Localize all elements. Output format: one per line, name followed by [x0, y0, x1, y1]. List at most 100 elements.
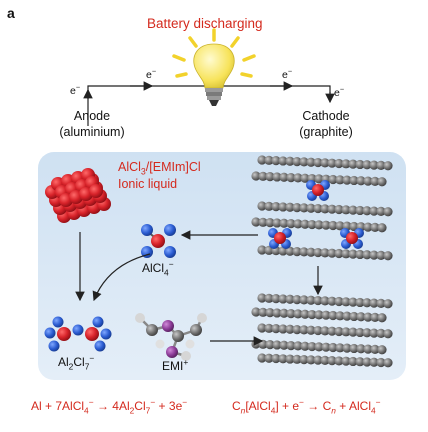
- carbon-atom: [369, 328, 379, 338]
- carbon-atom: [355, 297, 365, 308]
- carbon-atom: [272, 218, 282, 228]
- carbon-atom: [341, 159, 351, 169]
- anode-equation: Al + 7AlCl4− → 4Al2Cl7− + 3e−: [31, 397, 188, 416]
- carbon-atom: [265, 172, 275, 182]
- carbon-atom: [300, 173, 310, 183]
- electron-mid-left-text: e−: [146, 66, 157, 81]
- carbon-atom: [362, 250, 372, 260]
- carbon-atom: [349, 175, 359, 186]
- carbon-atom: [299, 247, 309, 257]
- carbon-atom: [314, 342, 324, 352]
- carbon-atom: [348, 159, 358, 169]
- carbon-atom: [271, 294, 281, 304]
- panel-letter: a: [7, 5, 15, 21]
- alcl4-label: AlCl4−: [142, 259, 174, 278]
- carbon-atom: [355, 205, 365, 216]
- light-bulb-icon: [172, 28, 256, 106]
- carbon-atom: [299, 157, 309, 167]
- process-arrows: [75, 230, 323, 346]
- electron-left-text: e−: [70, 82, 81, 97]
- carbon-atom: [327, 326, 337, 336]
- carbon-atom: [306, 203, 316, 213]
- carbon-atom: [369, 206, 379, 216]
- carbon-atom: [370, 176, 380, 187]
- carbon-atom: [306, 157, 316, 167]
- carbon-atom: [278, 156, 288, 166]
- carbon-atom: [300, 219, 310, 229]
- carbon-atom: [285, 202, 295, 212]
- carbon-atom: [377, 345, 387, 355]
- carbon-atom: [306, 355, 316, 365]
- carbon-atom: [320, 204, 330, 214]
- carbon-atom: [341, 327, 351, 337]
- carbon-atom: [334, 296, 344, 307]
- carbon-atom: [334, 248, 344, 259]
- emi-cation-icon: [135, 313, 207, 361]
- carbon-atom: [321, 342, 331, 352]
- carbon-atom: [348, 297, 358, 307]
- carbon-atom: [377, 223, 387, 233]
- carbon-atom: [306, 295, 316, 305]
- carbon-atom: [279, 218, 289, 228]
- carbon-atom: [362, 160, 372, 170]
- carbon-atom: [271, 324, 281, 334]
- carbon-atom: [279, 308, 289, 318]
- carbon-atom: [369, 298, 379, 308]
- carbon-atom: [299, 325, 309, 335]
- carbon-atom: [278, 202, 288, 212]
- al2cl7-label: Al2Cl7−: [58, 353, 95, 372]
- carbon-atom: [334, 204, 344, 215]
- carbon-atom: [356, 312, 366, 322]
- aluminium-cluster-icon: [45, 168, 111, 223]
- carbon-atom: [328, 342, 338, 353]
- aluminium-atom: [312, 184, 324, 196]
- carbon-atom: [376, 206, 386, 217]
- carbon-atom: [377, 177, 387, 187]
- carbon-atom: [285, 156, 295, 166]
- carbon-atom: [376, 250, 386, 261]
- carbon-atom: [264, 353, 274, 363]
- carbon-atom: [349, 221, 359, 232]
- graphite-layers-icon: [251, 155, 393, 261]
- carbon-atom: [307, 309, 317, 320]
- carbon-atom: [272, 340, 282, 350]
- carbon-atom: [257, 293, 267, 303]
- carbon-atom: [313, 325, 323, 336]
- al2cl7-molecule-icon: [44, 316, 112, 352]
- carbon-atom: [300, 309, 310, 319]
- carbon-atom: [320, 248, 330, 258]
- carbon-atom: [335, 343, 345, 353]
- carbon-atom: [363, 312, 373, 322]
- carbon-atom: [292, 294, 302, 305]
- carbon-atom: [355, 357, 365, 367]
- carbon-atom: [271, 156, 281, 166]
- electrolyte-formula: AlCl3/[EMIm]Cl: [118, 160, 201, 177]
- carbon-atom: [320, 158, 330, 168]
- carbon-atom: [293, 309, 303, 319]
- carbon-atom: [362, 298, 372, 308]
- alcl4-molecule-icon: [141, 224, 176, 258]
- carbon-atom: [376, 160, 386, 171]
- carbon-atom: [265, 218, 275, 228]
- carbon-atom: [348, 327, 358, 337]
- carbon-atom: [341, 205, 351, 215]
- carbon-atom: [264, 201, 274, 211]
- carbon-atom: [327, 158, 337, 168]
- anode-name: Anode: [73, 109, 111, 123]
- carbon-atom: [328, 174, 338, 185]
- carbon-atom: [299, 295, 309, 305]
- carbon-atom: [376, 357, 386, 368]
- carbon-atom: [335, 175, 345, 185]
- carbon-atom: [328, 310, 338, 321]
- electron-mid-right-text: e−: [282, 66, 293, 81]
- carbon-atom: [321, 220, 331, 230]
- carbon-atom: [264, 155, 274, 165]
- carbon-atom: [293, 173, 303, 183]
- carbon-atom: [300, 341, 310, 351]
- electron-label-right: e−: [334, 85, 344, 99]
- carbon-atom: [314, 220, 324, 230]
- carbon-atom: [258, 217, 268, 227]
- carbon-atom: [355, 327, 365, 338]
- carbon-atom: [313, 355, 323, 365]
- carbon-atom: [334, 356, 344, 366]
